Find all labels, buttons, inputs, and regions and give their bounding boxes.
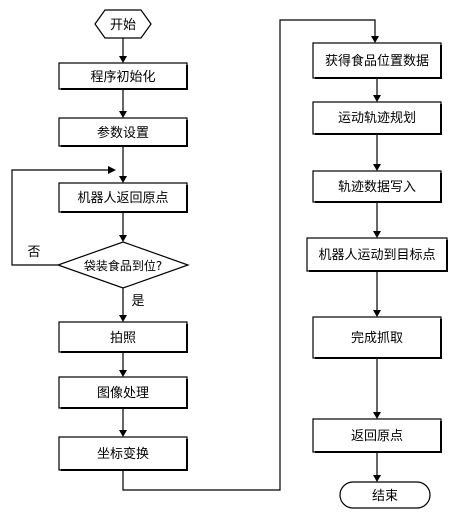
branch-yes-label: 是 [131, 294, 144, 309]
process-getpos: 获得食品位置数据 [312, 42, 442, 79]
process-trajwrite-label: 轨迹数据写入 [338, 180, 416, 195]
process-transform: 坐标变换 [58, 436, 188, 471]
process-imgproc-label: 图像处理 [97, 386, 149, 401]
process-photo: 拍照 [58, 321, 188, 353]
end-terminal: 结束 [339, 481, 431, 509]
process-trajplan-label: 运动轨迹规划 [338, 111, 416, 126]
process-init: 程序初始化 [58, 62, 188, 90]
arrowhead [119, 176, 127, 183]
process-trajwrite: 轨迹数据写入 [312, 170, 442, 203]
process-transform-label: 坐标变换 [97, 446, 149, 462]
process-init-label: 程序初始化 [90, 70, 155, 85]
arrowhead [373, 164, 381, 171]
process-getpos-label: 获得食品位置数据 [325, 53, 429, 69]
process-trajplan: 运动轨迹规划 [312, 101, 442, 135]
arrowhead [373, 95, 381, 102]
arrowhead [119, 235, 127, 242]
arrowhead [119, 111, 127, 118]
process-home1-label: 机器人返回原点 [77, 191, 168, 206]
connector-decision-no-loop [11, 169, 110, 266]
arrowhead [373, 475, 381, 482]
arrowhead [119, 56, 127, 63]
process-photo-label: 拍照 [110, 331, 136, 346]
arrowhead [373, 231, 381, 238]
process-grasp-label: 完成抓取 [351, 331, 403, 346]
arrowhead [373, 412, 381, 419]
process-home1: 机器人返回原点 [58, 182, 188, 213]
end-label: 结束 [372, 489, 398, 504]
process-movetarget-label: 机器人运动到目标点 [318, 248, 435, 263]
process-movetarget: 机器人运动到目标点 [306, 237, 448, 272]
connector-transform-getpos [122, 19, 376, 491]
arrowhead [119, 370, 127, 377]
arrowhead [373, 310, 381, 317]
process-grasp: 完成抓取 [312, 316, 442, 359]
process-home2: 返回原点 [312, 418, 442, 453]
process-params-label: 参数设置 [97, 125, 149, 141]
start-terminal: 开始 [94, 9, 152, 39]
process-home2-label: 返回原点 [351, 429, 403, 444]
decision-food-in-place: 袋装食品到位? [56, 241, 190, 289]
arrowhead [108, 166, 116, 174]
branch-no-label: 否 [27, 245, 40, 260]
arrowhead [119, 430, 127, 437]
process-params: 参数设置 [58, 117, 188, 147]
start-label: 开始 [110, 18, 136, 33]
decision-label: 袋装食品到位? [84, 258, 162, 273]
process-imgproc: 图像处理 [58, 376, 188, 409]
arrowhead [371, 36, 379, 43]
arrowhead [119, 315, 127, 322]
